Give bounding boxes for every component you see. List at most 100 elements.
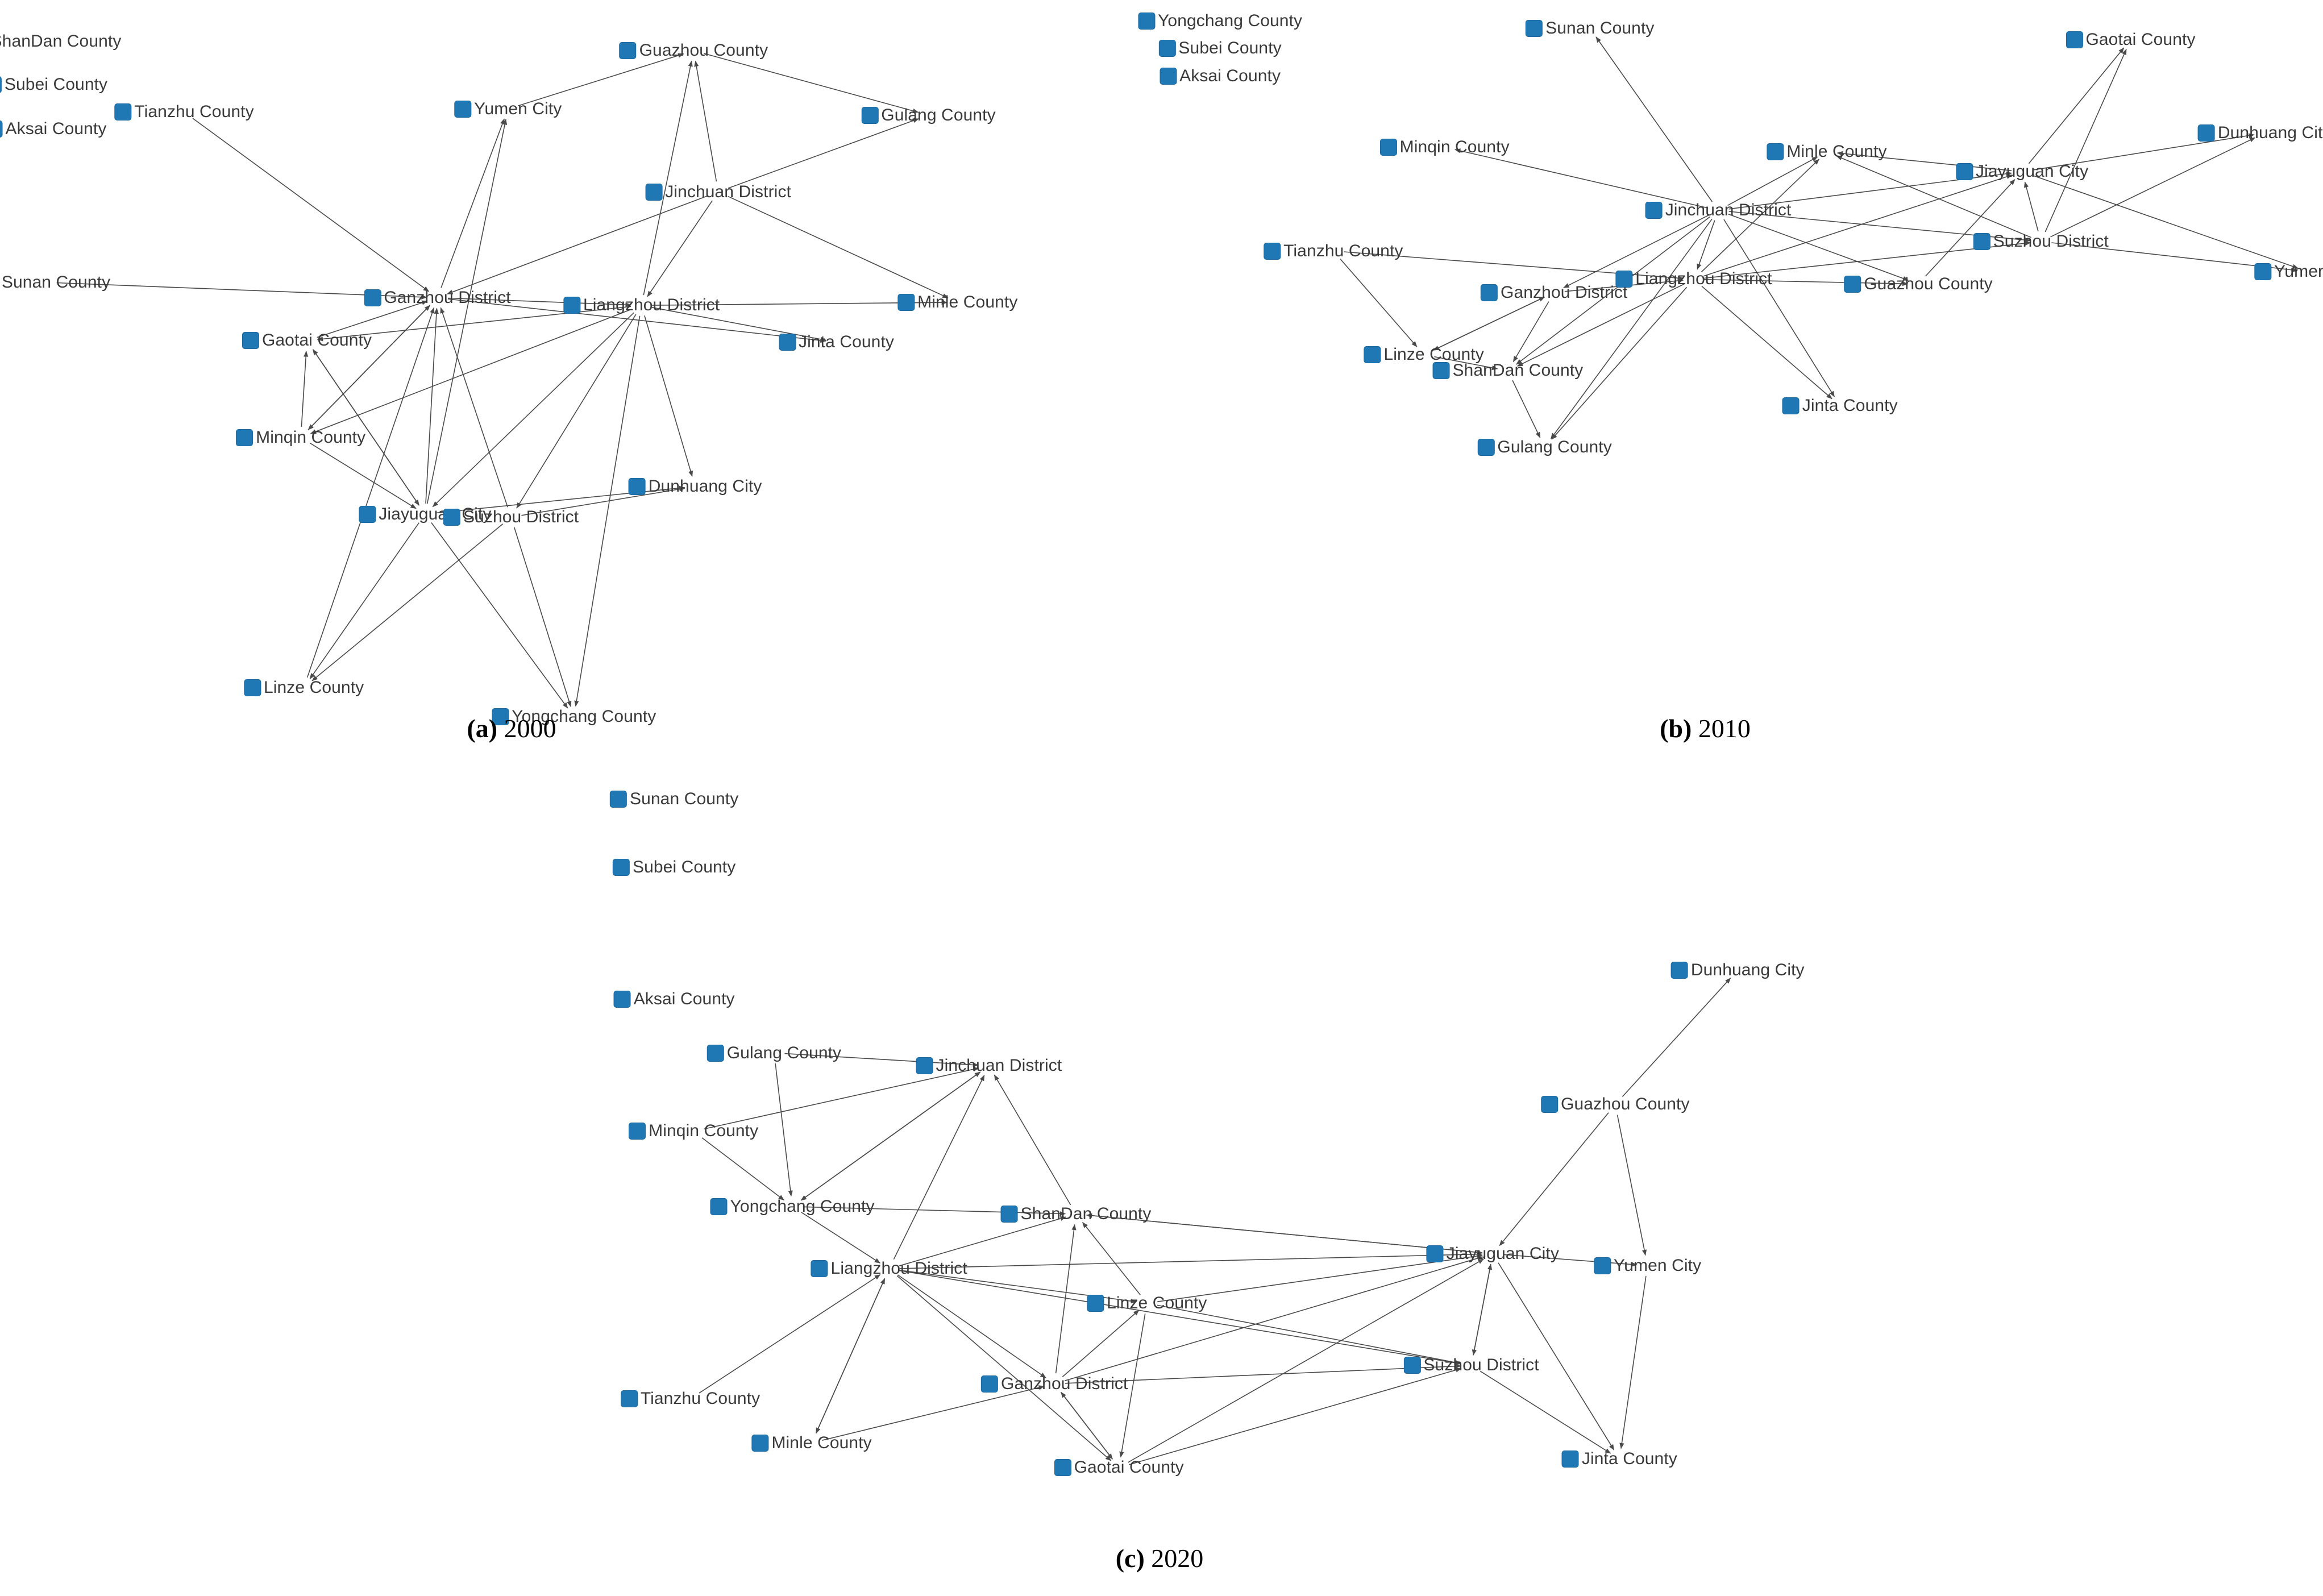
- network-node[interactable]: Jiayuguan City: [1426, 1245, 1559, 1262]
- network-node[interactable]: Linze County: [243, 679, 364, 696]
- network-node[interactable]: Minqin County: [236, 429, 365, 446]
- node-label: Suzhou District: [1993, 231, 2109, 251]
- network-node[interactable]: Gulang County: [861, 106, 996, 124]
- network-edge: [431, 522, 568, 709]
- network-node[interactable]: Dunhuang City: [1670, 960, 1805, 979]
- node-label: Linze County: [1383, 345, 1484, 364]
- network-node[interactable]: Yumen City: [454, 100, 562, 118]
- network-edge: [1498, 1262, 1615, 1450]
- edge-layer-2010: [1340, 36, 2299, 440]
- network-node[interactable]: Jinta County: [779, 334, 894, 351]
- network-edge: [803, 1206, 1066, 1216]
- node-label: Minqin County: [1399, 137, 1510, 156]
- node-label: Ganzhou District: [1501, 282, 1628, 302]
- node-label: Gulang County: [1497, 437, 1612, 456]
- node-square-icon: [861, 106, 879, 124]
- network-edge: [192, 118, 430, 292]
- network-node[interactable]: Gaotai County: [242, 332, 372, 350]
- network-node[interactable]: Jinta County: [1561, 1450, 1677, 1468]
- network-node[interactable]: Linze County: [1087, 1294, 1207, 1312]
- network-node[interactable]: Tianzhu County: [114, 103, 254, 121]
- network-node[interactable]: Sunan County: [610, 791, 738, 808]
- node-label: Sunan County: [1545, 18, 1655, 38]
- network-node[interactable]: Yumen City: [1593, 1257, 1701, 1274]
- node-label: Ganzhou District: [1001, 1374, 1128, 1393]
- network-node[interactable]: Aksai County: [1160, 68, 1281, 85]
- network-node[interactable]: Jiayuguan City: [1956, 163, 2088, 181]
- node-square-icon: [0, 120, 3, 138]
- network-node[interactable]: Yongchang County: [492, 708, 656, 725]
- network-edge: [1157, 1253, 1483, 1302]
- network-node[interactable]: Jinchuan District: [916, 1057, 1062, 1075]
- network-node[interactable]: Gulang County: [707, 1044, 841, 1062]
- network-node[interactable]: Suzhou District: [1403, 1357, 1539, 1374]
- network-node[interactable]: Liangzhou District: [563, 297, 720, 314]
- node-label: Minqin County: [649, 1121, 759, 1141]
- node-square-icon: [916, 1057, 933, 1075]
- network-node[interactable]: Jiayuguan City: [359, 505, 491, 523]
- edge-layer-2020: [699, 978, 1731, 1465]
- network-node[interactable]: Aksai County: [0, 120, 106, 138]
- network-edge: [1065, 1364, 1461, 1384]
- network-node[interactable]: Linze County: [1364, 345, 1484, 364]
- network-node[interactable]: Guazhou County: [1844, 275, 1993, 293]
- caption-year-c: 2020: [1151, 1544, 1204, 1573]
- node-label: Jinchuan District: [1665, 201, 1792, 220]
- network-node[interactable]: Liangzhou District: [1615, 271, 1772, 288]
- network-node[interactable]: Guazhou County: [1541, 1096, 1690, 1113]
- network-node[interactable]: Minle County: [751, 1433, 872, 1452]
- network-node[interactable]: Yongchang County: [710, 1198, 875, 1215]
- network-node[interactable]: Yongchang County: [1138, 12, 1302, 30]
- network-node[interactable]: Minqin County: [1379, 137, 1510, 156]
- network-node[interactable]: Minle County: [897, 293, 1017, 311]
- network-edge: [1060, 1391, 1113, 1460]
- node-square-icon: [613, 991, 631, 1008]
- node-square-icon: [1593, 1257, 1611, 1274]
- network-node[interactable]: Sunan County: [1526, 18, 1655, 38]
- network-node[interactable]: ShanDan County: [1432, 362, 1583, 380]
- network-edge: [701, 1137, 784, 1201]
- network-node[interactable]: Aksai County: [613, 991, 735, 1008]
- node-square-icon: [628, 477, 646, 495]
- network-node[interactable]: Minqin County: [629, 1123, 758, 1140]
- network-node[interactable]: Gulang County: [1477, 437, 1612, 456]
- network-edge: [1551, 286, 1688, 440]
- network-node[interactable]: Dunhuang City: [628, 477, 762, 495]
- network-node[interactable]: Ganzhou District: [364, 288, 511, 307]
- network-node[interactable]: Yumen City: [2254, 263, 2323, 281]
- network-node[interactable]: ShanDan County: [1000, 1206, 1152, 1223]
- network-edge: [822, 1385, 1045, 1441]
- network-node[interactable]: Jinchuan District: [645, 183, 791, 201]
- network-node[interactable]: Subei County: [0, 76, 107, 93]
- network-node[interactable]: Gaotai County: [2066, 31, 2195, 48]
- node-label: Minle County: [771, 1433, 872, 1452]
- node-label: Suzhou District: [463, 507, 579, 526]
- network-node[interactable]: Ganzhou District: [981, 1375, 1128, 1393]
- network-node[interactable]: Liangzhou District: [811, 1260, 967, 1278]
- network-node[interactable]: Suzhou District: [443, 507, 579, 526]
- network-node[interactable]: Subei County: [1158, 39, 1282, 57]
- node-square-icon: [1087, 1294, 1104, 1312]
- network-edge: [1086, 1215, 1483, 1255]
- network-node[interactable]: Gaotai County: [1054, 1459, 1184, 1477]
- network-node[interactable]: Sunan County: [0, 273, 110, 291]
- network-node[interactable]: Subei County: [613, 857, 736, 876]
- network-node[interactable]: Tianzhu County: [1264, 242, 1403, 260]
- network-node[interactable]: Suzhou District: [1973, 231, 2109, 251]
- network-node[interactable]: ShanDan County: [0, 31, 122, 51]
- network-node[interactable]: Guazhou County: [619, 42, 768, 60]
- network-node[interactable]: Tianzhu County: [620, 1390, 760, 1408]
- network-edge: [1512, 301, 1549, 363]
- network-node[interactable]: Jinchuan District: [1645, 202, 1792, 219]
- network-node[interactable]: Minle County: [1767, 143, 1887, 161]
- network-node[interactable]: Jinta County: [1782, 397, 1898, 414]
- network-edge: [1727, 156, 1818, 206]
- network-node[interactable]: Dunhuang City: [2197, 124, 2323, 142]
- node-label: ShanDan County: [0, 31, 122, 51]
- node-label: Dunhuang City: [1690, 960, 1805, 979]
- node-label: Subei County: [633, 857, 736, 876]
- network-edge: [728, 118, 919, 189]
- node-label: Ganzhou District: [384, 288, 511, 307]
- network-node[interactable]: Ganzhou District: [1481, 284, 1627, 301]
